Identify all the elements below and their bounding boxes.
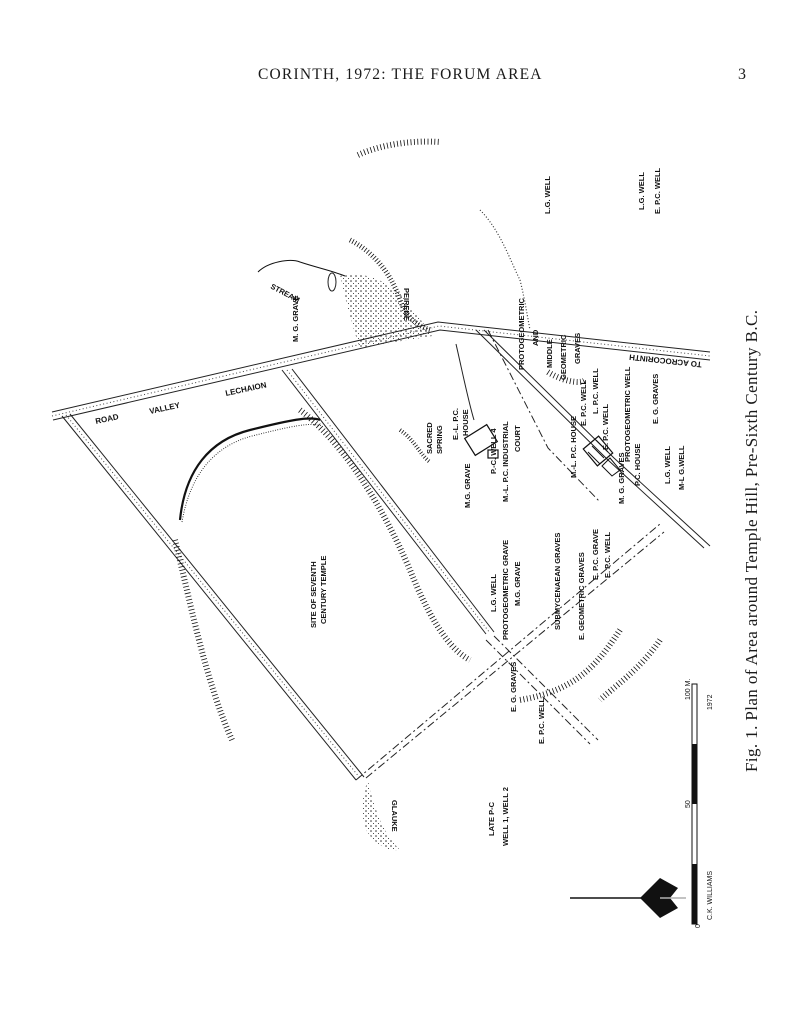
- peirene-label: PEIRENE: [402, 288, 411, 321]
- peirene-valley: [257, 209, 531, 348]
- dashed-roads: [355, 329, 665, 781]
- running-title: CORINTH, 1972: THE FORUM AREA: [258, 66, 543, 83]
- sacred-spring-label: SACRED SPRING: [425, 422, 444, 454]
- glauke-label: GLAUKE: [390, 800, 399, 832]
- label-proto-middle-1: PROTOGEOMETRIC: [517, 297, 526, 370]
- road-label-valley: VALLEY: [149, 401, 182, 416]
- label-mg-graves: M. G. GRAVES: [617, 452, 626, 504]
- buildings: [463, 423, 621, 477]
- label-epc-well-5: E. P.C. WELL: [537, 697, 546, 744]
- label-pc-well4-1: P.-C. WELL 4: [489, 428, 498, 474]
- label-eg-graves-east: E. G. GRAVES: [651, 374, 660, 424]
- label-lg-well-4: L.G. WELL: [663, 446, 672, 484]
- sacred-spring-ridge: [398, 343, 475, 464]
- label-lpc-well: L. P.C. WELL: [591, 368, 600, 414]
- label-pc-well4-2: M.-L. P.C. INDUSTRIAL: [501, 421, 510, 502]
- north-arrow-icon: [570, 878, 686, 918]
- scale-fifty: 50: [685, 800, 692, 808]
- label-eg-geo-graves: E. GEOMETRIC GRAVES: [577, 552, 586, 640]
- label-late-pc-1: LATE P-C: [487, 801, 496, 836]
- label-lg-well-east: L.G. WELL: [637, 172, 646, 210]
- label-lg-well-ne: L.G. WELL: [543, 176, 552, 214]
- figure-caption: Fig. 1. Plan of Area around Temple Hill,…: [742, 309, 761, 772]
- scale-year: 1972: [707, 694, 714, 710]
- label-mg-grave-2: M.G. GRAVE: [513, 562, 522, 606]
- scale-hundred: 100 M.: [685, 679, 692, 700]
- running-head: CORINTH, 1972: THE FORUM AREA 3: [0, 66, 798, 90]
- label-proto-middle-2: AND: [531, 329, 540, 346]
- label-ml-pc-house: M.-L. P.C. HOUSE: [569, 416, 578, 478]
- sacred-spring-line-1: SACRED: [425, 422, 434, 454]
- label-ml-g-well: M-L G.WELL: [677, 445, 686, 490]
- lechaion-road: [51, 321, 711, 421]
- label-proto-middle-4: GEOMETRIC: [559, 334, 568, 380]
- label-proto-middle-3: MIDDLE: [545, 339, 554, 368]
- label-pc-house: P.C. HOUSE: [633, 444, 642, 486]
- scale-zero: 0: [695, 924, 702, 928]
- label-late-pc-2: WELL 1, WELL 2: [501, 787, 510, 846]
- label-pc-well4-3: COURT: [513, 425, 522, 452]
- glauke-area: [362, 780, 400, 851]
- west-road: [61, 413, 365, 781]
- temple-site-label: SITE OF SEVENTH CENTURY TEMPLE: [309, 556, 328, 628]
- road-label-road: ROAD: [95, 412, 120, 426]
- house-el-pc-line-2: HOUSE: [461, 409, 470, 436]
- label-epc-well-east: E. P.C. WELL: [653, 167, 662, 214]
- label-eg-graves-sw: E. G. GRAVES: [509, 662, 518, 712]
- house-el-pc-line-1: E.-L. P.C.: [451, 408, 460, 440]
- page-number: 3: [738, 66, 746, 83]
- label-proto-middle-5: GRAVES: [573, 333, 582, 364]
- road-label-lechaion: LECHAION: [225, 380, 268, 398]
- label-epc-well-2: E. P.C. WELL: [579, 379, 588, 426]
- label-proto-grave: PROTOGEOMETRIC GRAVE: [501, 540, 510, 640]
- label-mg-grave-center: M.G. GRAVE: [463, 464, 472, 508]
- label-epc-well-3: E. P.C. WELL: [601, 403, 610, 450]
- temple-site-line-1: SITE OF SEVENTH: [309, 561, 318, 628]
- temple-hill-escarpment: [172, 138, 663, 742]
- house-el-pc-label: E.-L. P.C. HOUSE: [451, 408, 470, 440]
- label-lg-well-5: L.G. WELL: [489, 574, 498, 612]
- label-proto-well: PROTOGEOMETRIC WELL: [623, 366, 632, 462]
- label-submyc: SUBMYCENAEAN GRAVES: [553, 533, 562, 630]
- scale-author: C.K. WILLIAMS: [707, 871, 714, 920]
- temple-site-line-2: CENTURY TEMPLE: [319, 556, 328, 624]
- label-mg-grave-north: M. G. GRAVE: [291, 295, 300, 342]
- label-epc-grave: E. P.C. GRAVE: [591, 529, 600, 580]
- sacred-spring-line-2: SPRING: [435, 425, 444, 454]
- label-epc-well-4: E. P.C. WELL: [603, 531, 612, 578]
- scale-bar: 0 50 100 M. 1972 C.K. WILLIAMS: [685, 679, 714, 928]
